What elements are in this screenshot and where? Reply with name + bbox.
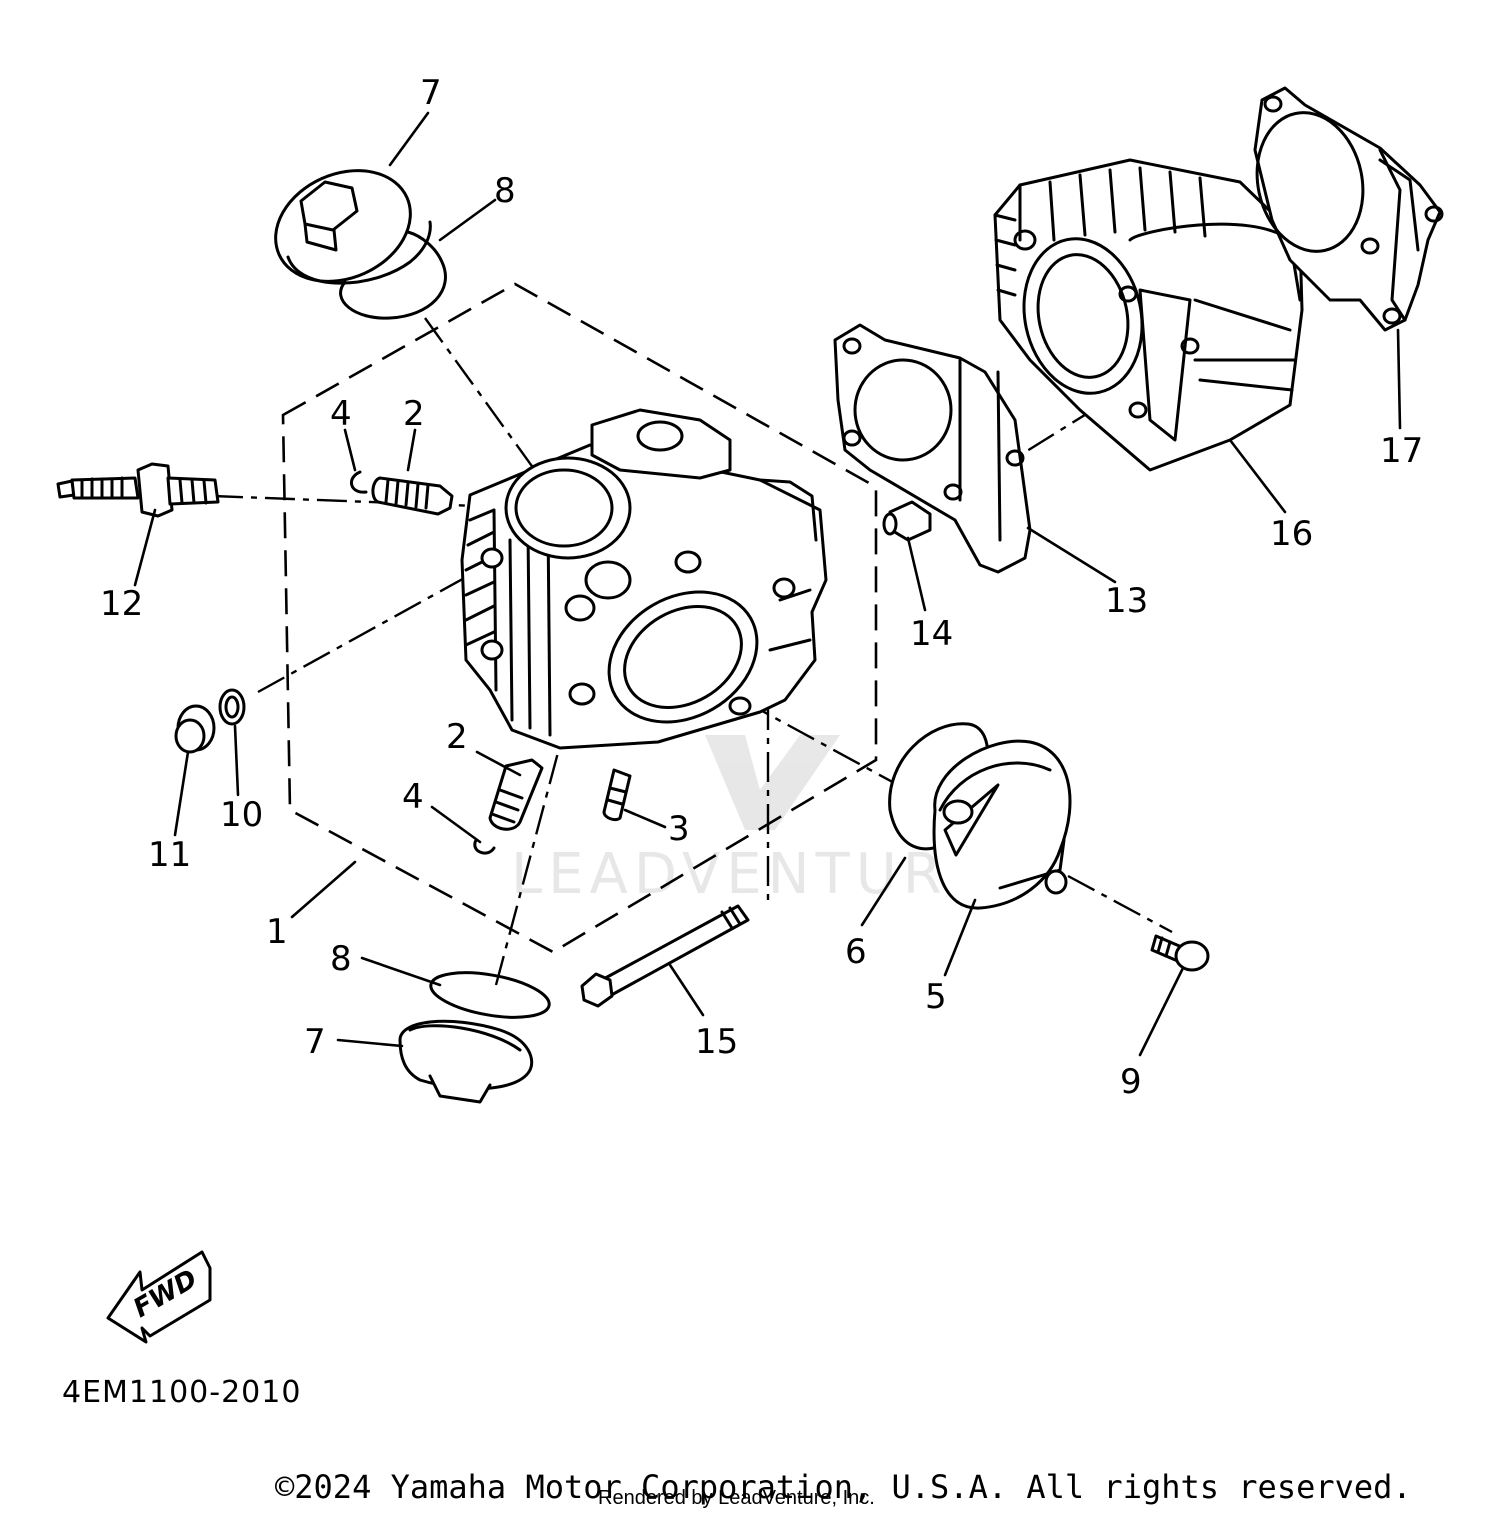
fwd-arrow-icon: FWD [106,1250,212,1344]
callout-4-lower: 4 [402,777,424,817]
callout-12: 12 [100,584,143,624]
callout-2-lower: 2 [446,717,468,757]
callout-9: 9 [1120,1062,1142,1102]
rendered-by: Rendered by LeadVenture, Inc. [598,1487,875,1509]
callout-3: 3 [668,809,690,849]
callout-14: 14 [910,614,953,654]
dowel-pin [602,768,632,822]
callouts: 7 8 4 2 12 11 10 2 4 3 1 8 7 15 6 5 9 14… [100,73,1423,1102]
callout-5: 5 [925,977,947,1017]
gasket-washer [218,688,246,726]
oil-filler-plug-top [274,169,432,285]
callout-8-bottom: 8 [330,939,352,979]
cylinder-head-assembly-outline [281,282,878,954]
spark-plug [56,462,220,518]
cover-bolt [1150,934,1210,972]
watermark: LEADVENTURE [511,735,989,907]
callout-16: 16 [1270,514,1313,554]
callout-15: 15 [695,1022,738,1062]
part-code: 4EM1100-2010 [62,1375,301,1410]
callout-1: 1 [266,912,288,952]
cylinder-head [460,408,828,750]
callout-7-bottom: 7 [304,1022,326,1062]
o-ring-bottom [429,971,551,1019]
callout-8-top: 8 [494,171,516,211]
plug-bolt [174,704,216,754]
callout-13: 13 [1105,581,1148,621]
leader-lines [133,111,1402,1057]
cylinder-gasket [833,323,1032,574]
o-ring-top [339,230,447,320]
callout-10: 10 [220,795,263,835]
base-gasket [1253,86,1444,332]
callout-6: 6 [845,932,867,972]
callout-7-top: 7 [420,73,442,113]
copyright-notice: ©2024 Yamaha Motor Corporation, U.S.A. A… [275,1468,1412,1506]
callout-17: 17 [1380,431,1423,471]
dowel-sleeve [882,500,932,542]
valve-guide-upper [371,476,454,516]
watermark-text: LEADVENTURE [511,842,989,907]
callout-11: 11 [148,835,191,875]
stud-bolt [580,904,750,1008]
oil-filler-plug-bottom [398,1019,534,1104]
valve-guide-lower [488,758,544,831]
circlip-lower [473,838,496,855]
callout-2-upper: 2 [403,394,425,434]
valve-cover [932,739,1072,910]
callout-4-upper: 4 [330,394,352,434]
cylinder [993,158,1304,472]
circlip-upper [350,470,368,494]
